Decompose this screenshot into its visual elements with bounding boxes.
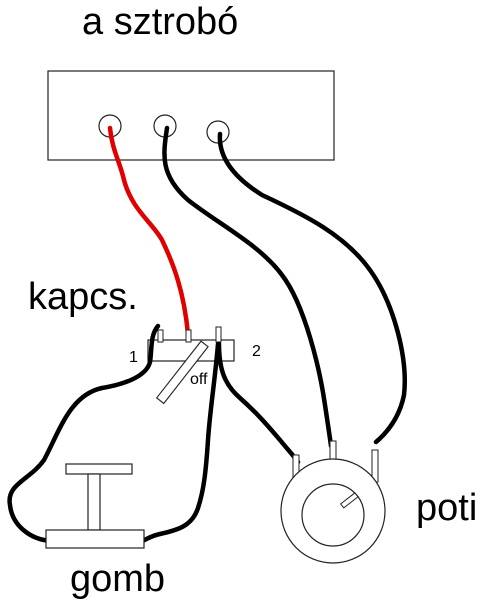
wire-switch-to-poti bbox=[216, 341, 301, 465]
wire-strobe-to-poti-right bbox=[217, 131, 407, 445]
wire-switch-to-button-right bbox=[139, 341, 221, 544]
wire-strobe-to-poti-left bbox=[162, 125, 334, 449]
label-pot: poti bbox=[416, 487, 477, 529]
poti-indicator bbox=[339, 492, 359, 509]
switch-pin-center bbox=[185, 329, 192, 343]
label-switch-pin-1: 1 bbox=[129, 349, 138, 366]
switch-pin-right bbox=[215, 326, 222, 343]
label-switch-off: off bbox=[190, 371, 208, 388]
switch-lever bbox=[155, 340, 209, 405]
button-stem bbox=[87, 473, 101, 531]
strobe-box bbox=[47, 70, 335, 161]
button-cap bbox=[65, 463, 133, 475]
wire-switch-to-button-left bbox=[7, 323, 161, 544]
switch-pin-left bbox=[157, 329, 164, 343]
wire-strobe-to-switch-red bbox=[107, 125, 191, 337]
label-switch: kapcs. bbox=[28, 276, 138, 318]
label-button: gomb bbox=[70, 558, 165, 600]
label-switch-pin-2: 2 bbox=[252, 343, 261, 360]
button-base bbox=[45, 529, 145, 549]
label-strobe: a sztrobó bbox=[82, 1, 238, 43]
